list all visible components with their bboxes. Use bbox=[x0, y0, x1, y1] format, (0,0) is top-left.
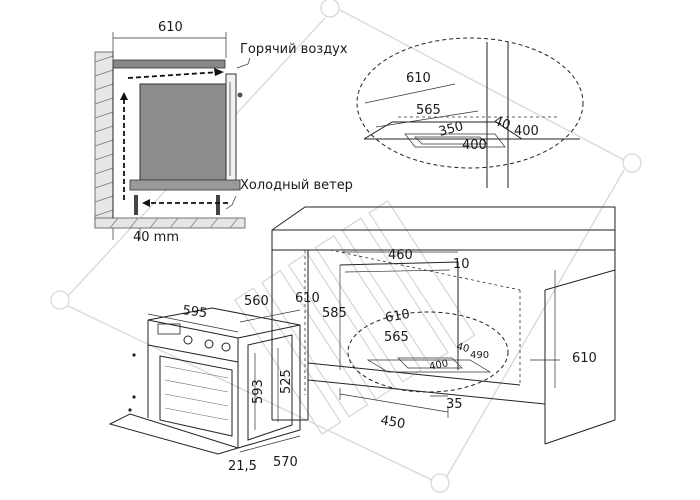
dim-610-cab-inner: 610 bbox=[384, 307, 411, 326]
dim-585: 585 bbox=[322, 306, 347, 321]
dim-400-detail: 400 bbox=[462, 138, 487, 153]
dim-450: 450 bbox=[379, 413, 406, 432]
dim-610-right: 610 bbox=[572, 351, 597, 366]
dim-21-5: 21,5 bbox=[228, 459, 257, 474]
dim-595: 595 bbox=[181, 303, 208, 321]
dim-350-detail: 350 bbox=[437, 119, 465, 140]
dim-35: 35 bbox=[446, 397, 463, 412]
dim-565-detail: 565 bbox=[416, 103, 441, 118]
dim-40-cab: 40 bbox=[455, 341, 470, 355]
dim-400b-detail: 400 bbox=[514, 124, 539, 139]
dim-40-detail: 40 bbox=[492, 114, 513, 134]
dim-525: 525 bbox=[279, 369, 294, 394]
cabinet: 460 10 610 585 610 565 40 490 400 35 450… bbox=[271, 206, 616, 445]
dim-610-detail: 610 bbox=[406, 71, 431, 86]
dim-490: 490 bbox=[470, 350, 489, 361]
dim-593: 593 bbox=[251, 379, 266, 404]
dim-610-top: 610 bbox=[158, 20, 183, 35]
dim-610-cab-left: 610 bbox=[295, 291, 320, 306]
dim-10: 10 bbox=[453, 257, 470, 272]
cold-wind-label: Холодный ветер bbox=[240, 178, 353, 193]
dim-400-cab: 400 bbox=[428, 358, 449, 373]
cutout-detail: 610 565 350 400 40 400 bbox=[356, 37, 584, 188]
airflow-section: 610 Горячий воздух Холодный ветер 40 mm bbox=[94, 20, 353, 245]
dim-565-cab: 565 bbox=[384, 330, 409, 345]
watermark bbox=[50, 0, 642, 493]
dim-570: 570 bbox=[273, 455, 298, 470]
gap-40mm-label: 40 mm bbox=[133, 230, 179, 245]
oven: 595 560 593 525 21,5 570 bbox=[108, 294, 301, 474]
dim-560: 560 bbox=[244, 294, 269, 309]
hot-air-label: Горячий воздух bbox=[240, 42, 348, 57]
dim-460: 460 bbox=[388, 248, 413, 263]
